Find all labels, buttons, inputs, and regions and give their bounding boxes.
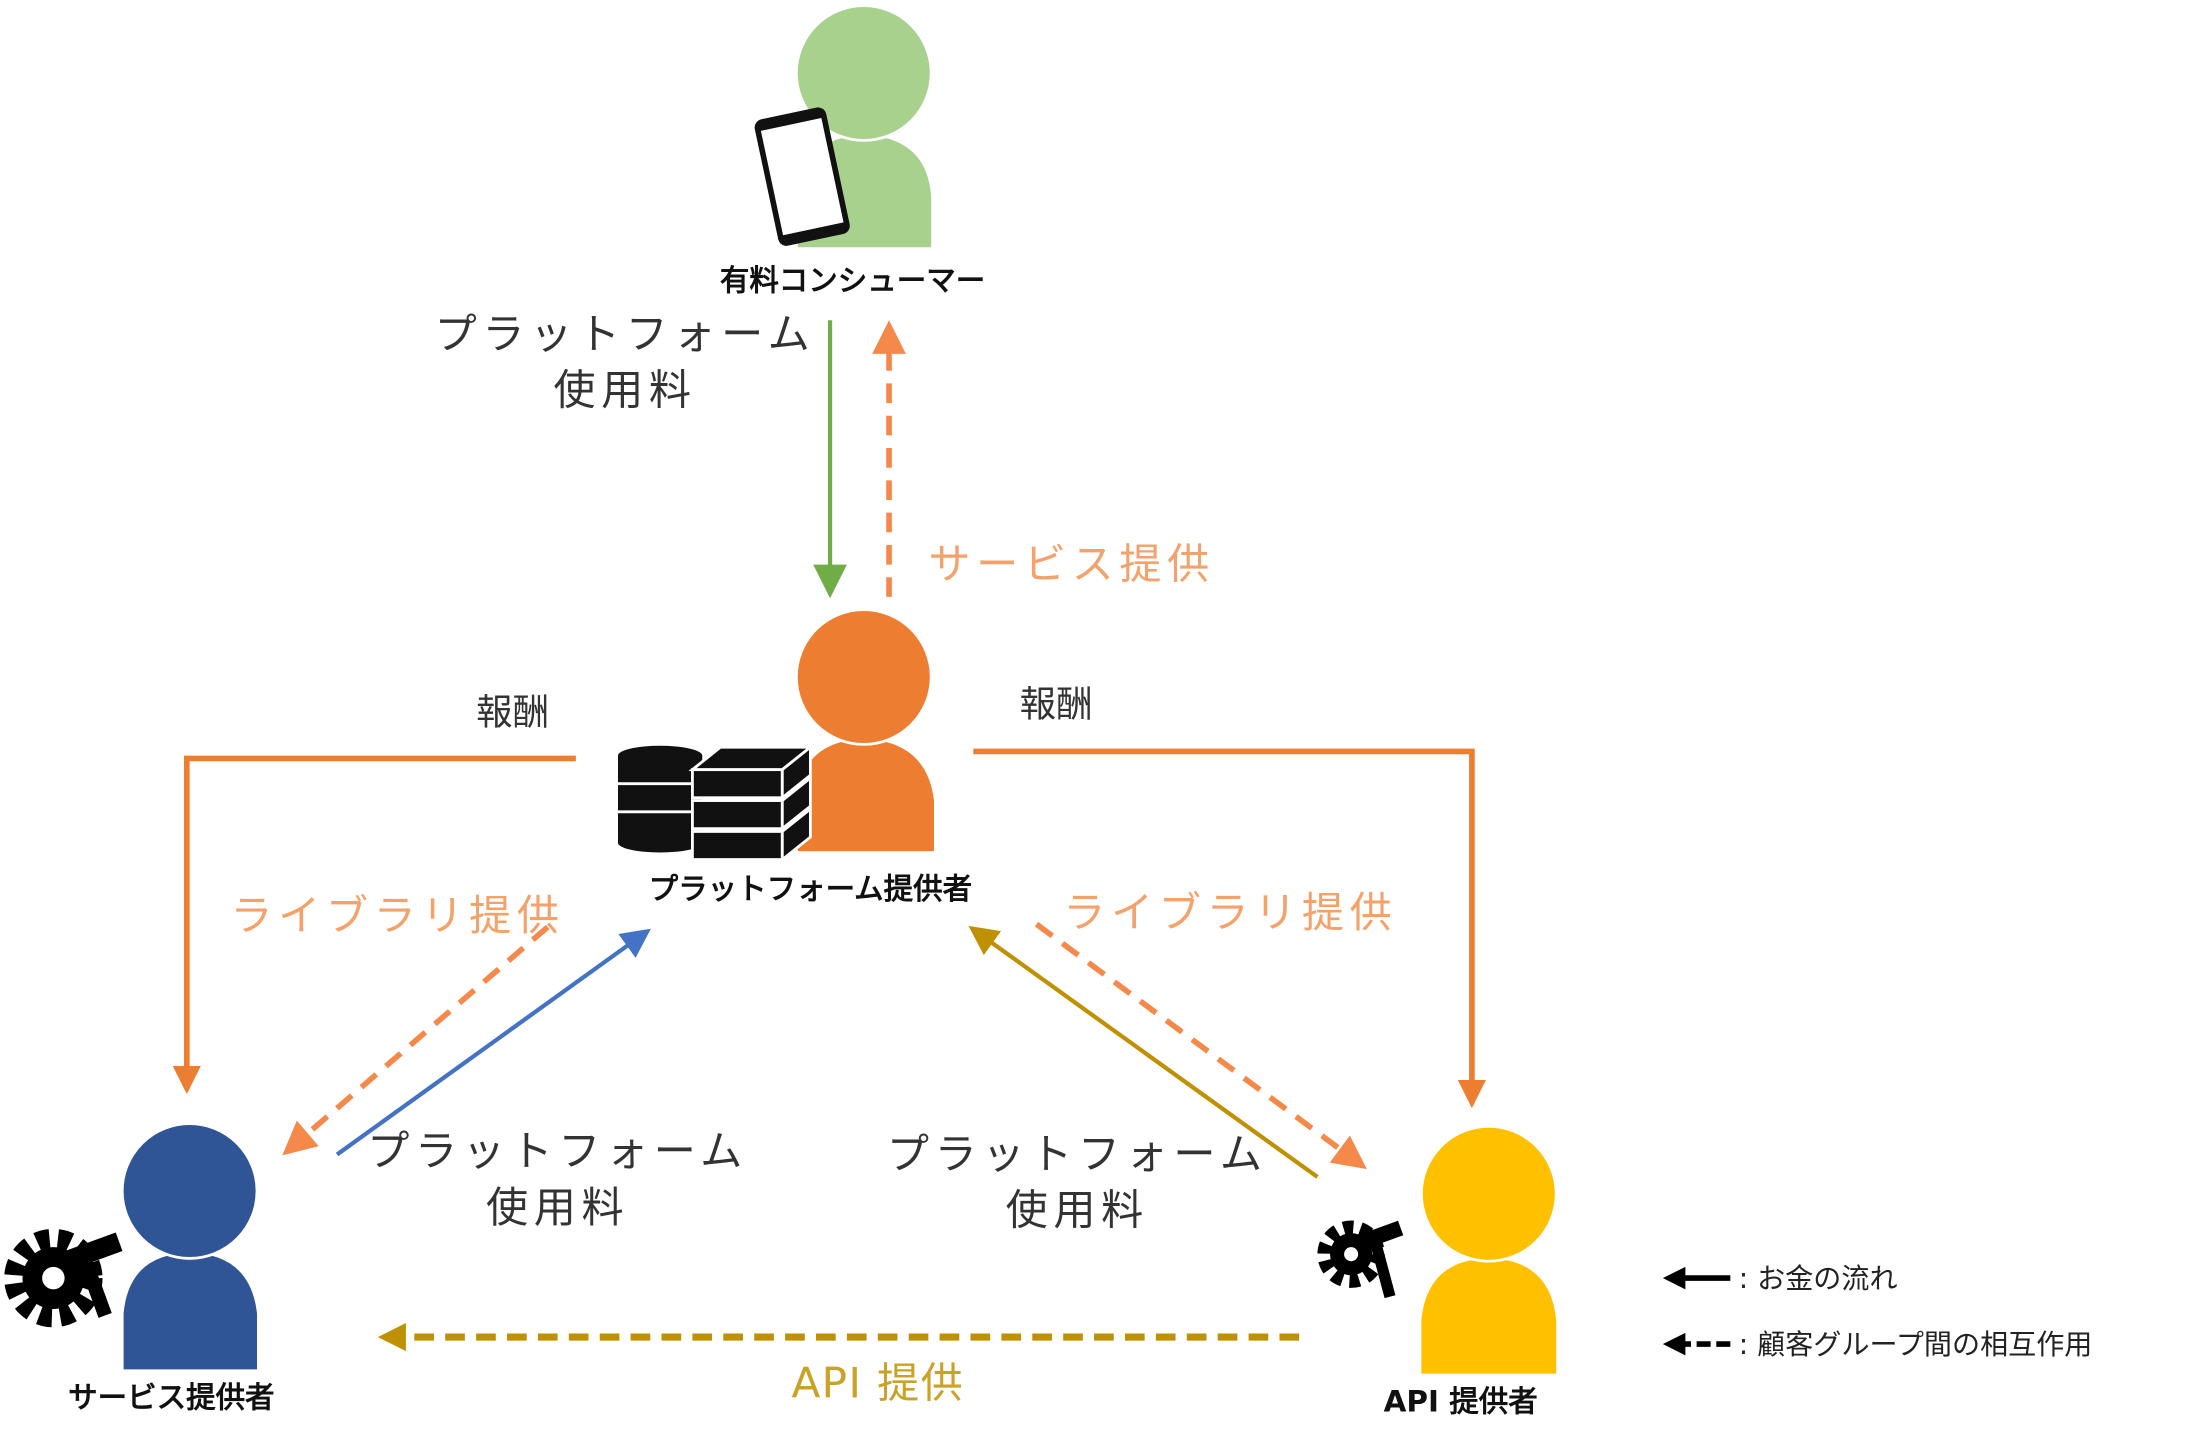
reward-right-label: 報酬	[1020, 682, 1093, 725]
reward-left-label: 報酬	[476, 691, 549, 734]
service-provision-label: サービス提供	[928, 540, 1214, 589]
legend: : お金の流れ : 顧客グループ間の相互作用	[1662, 1262, 2093, 1361]
api-provider-head	[1419, 1124, 1558, 1263]
platform-body	[797, 738, 934, 852]
library-left-arrow	[282, 924, 550, 1156]
consumer-fee-label-1: プラットフォーム	[435, 309, 816, 358]
service-fee-label-1: プラットフォーム	[367, 1127, 748, 1176]
consumer-actor: 有料コンシューマー	[720, 4, 985, 298]
api-fee-label-2: 使用料	[1006, 1186, 1149, 1235]
service-provider-body	[123, 1252, 258, 1370]
smartphone-icon	[754, 107, 850, 246]
gear-hammer-icon	[4, 1228, 123, 1328]
api-provider-label: API 提供者	[1384, 1385, 1538, 1419]
library-right-label: ライブラリ提供	[1063, 888, 1397, 937]
server-database-icon	[617, 744, 815, 863]
api-fee-label-1: プラットフォーム	[887, 1130, 1268, 1179]
legend-dashed-label: : 顧客グループ間の相互作用	[1739, 1328, 2093, 1361]
gear-hammer-icon	[1317, 1220, 1404, 1299]
service-fee-label-2: 使用料	[486, 1183, 629, 1232]
library-right-arrow	[1034, 921, 1367, 1170]
service-fee-arrow	[335, 928, 651, 1157]
api-provider-actor: API 提供者	[1317, 1124, 1558, 1419]
platform-label: プラットフォーム提供者	[649, 872, 972, 906]
consumer-fee-label-2: 使用料	[553, 365, 696, 414]
reward-left-arrow	[172, 755, 576, 1095]
api-fee-arrow	[968, 925, 1319, 1179]
platform-actor: プラットフォーム提供者	[617, 608, 972, 906]
legend-solid-label: : お金の流れ	[1739, 1262, 1898, 1295]
service-provider-head	[120, 1122, 259, 1260]
consumer-label: 有料コンシューマー	[720, 264, 985, 298]
consumer-head	[794, 4, 933, 142]
api-provision-label: API 提供	[791, 1358, 964, 1407]
service-provider-label: サービス提供者	[68, 1380, 274, 1414]
platform-head	[794, 608, 933, 746]
library-left-label: ライブラリ提供	[230, 891, 564, 940]
service-provider-actor: サービス提供者	[4, 1122, 275, 1414]
api-provider-body	[1421, 1258, 1557, 1374]
reward-right-arrow	[973, 748, 1486, 1109]
